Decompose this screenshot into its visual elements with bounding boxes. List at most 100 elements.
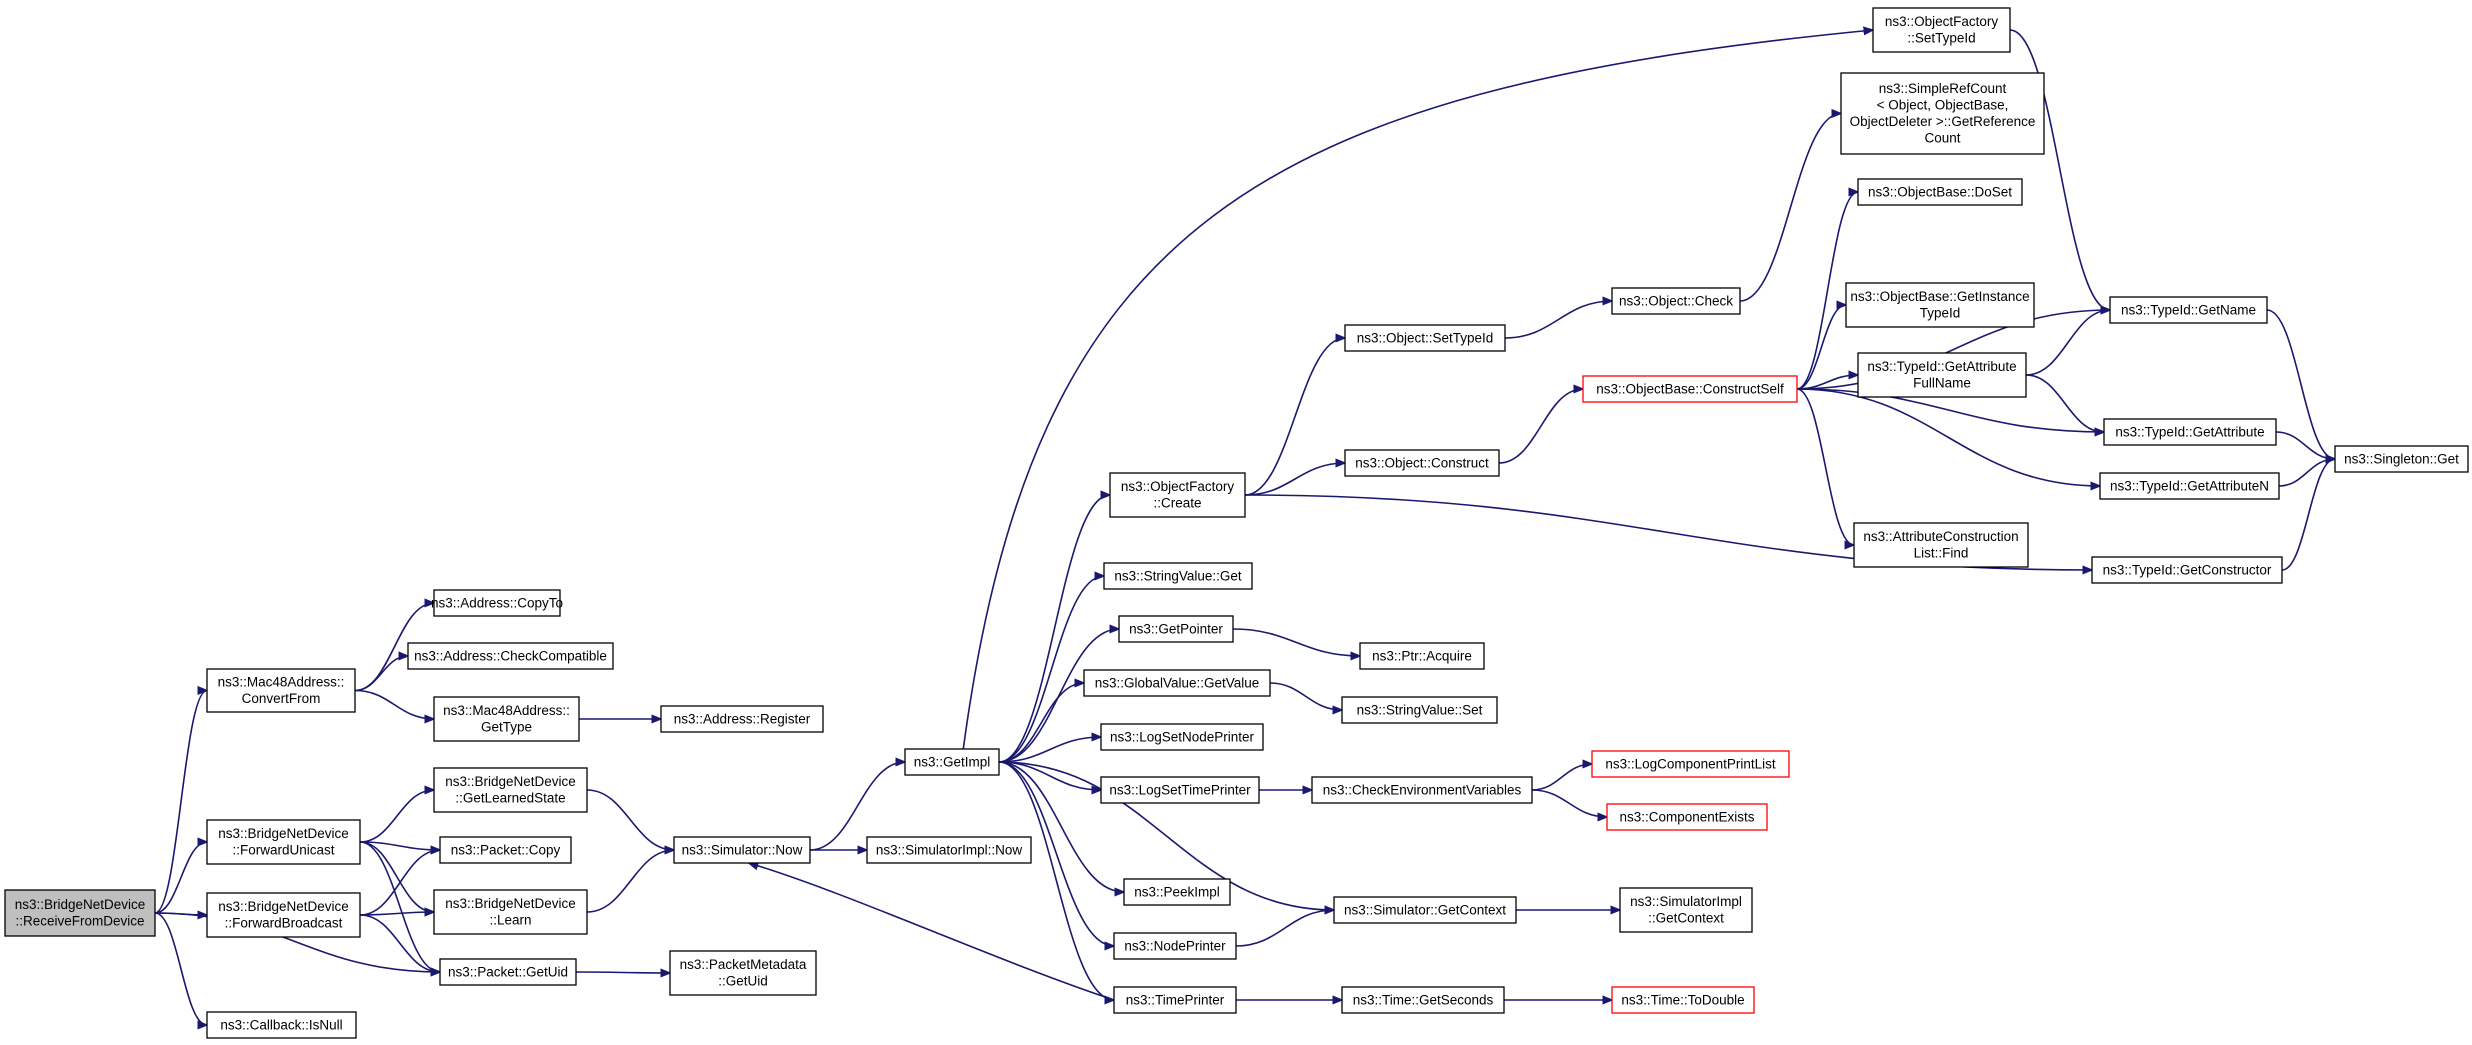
node-stringvalue-set[interactable]: ns3::StringValue::Set [1341,696,1498,724]
node-peekimpl[interactable]: ns3::PeekImpl [1123,878,1231,906]
edge-object-construct-to-objbase-constructself [1498,389,1583,464]
node-logsetnodeprinter[interactable]: ns3::LogSetNodePrinter [1100,723,1264,751]
node-label-mac48-convertfrom-line-2: ConvertFrom [242,691,321,706]
node-box-learn [433,889,588,935]
node-get-learned-state[interactable]: ns3::BridgeNetDevice::GetLearnedState [433,767,588,813]
node-address-register[interactable]: ns3::Address::Register [660,705,824,733]
node-box-objfactory-settypeid [1872,7,2011,53]
node-box-mac48-gettype [433,696,580,742]
node-getimpl[interactable]: ns3::GetImpl [904,748,1000,776]
edge-fwd-unicast-to-learn [359,841,434,912]
node-label-time-getseconds: ns3::Time::GetSeconds [1353,992,1494,1007]
edge-check-env-vars-to-component-exists [1531,789,1607,817]
node-box-nodeprinter [1113,932,1237,960]
node-label-typeid-getattribute: ns3::TypeId::GetAttribute [2115,424,2264,439]
node-label-mac48-gettype-line-1: ns3::Mac48Address:: [443,703,570,718]
node-box-typeid-getattributen [2099,472,2280,500]
node-box-singleton-get [2334,445,2469,473]
node-objbase-doset[interactable]: ns3::ObjectBase::DoSet [1857,178,2023,206]
node-ptr-acquire[interactable]: ns3::Ptr::Acquire [1359,642,1485,670]
node-label-simimpl-getcontext-line-1: ns3::SimulatorImpl [1630,894,1742,909]
node-label-time-todouble: ns3::Time::ToDouble [1621,992,1744,1007]
node-label-objbase-getinstancetypeid-line-1: ns3::ObjectBase::GetInstance [1850,289,2029,304]
node-sim-now[interactable]: ns3::Simulator::Now [673,836,811,864]
node-box-objbase-doset [1857,178,2023,206]
edge-root-to-fwd-unicast [154,842,207,914]
node-fwd-unicast[interactable]: ns3::BridgeNetDevice::ForwardUnicast [206,819,361,865]
edge-root-to-packet-getuid [154,912,440,972]
node-label-ptr-acquire: ns3::Ptr::Acquire [1372,648,1472,663]
node-simplerefcount[interactable]: ns3::SimpleRefCount< Object, ObjectBase,… [1840,72,2045,155]
node-getpointer[interactable]: ns3::GetPointer [1118,615,1234,643]
edge-objbase-constructself-to-typeid-getname [1796,310,2110,390]
node-pktmeta-getuid[interactable]: ns3::PacketMetadata::GetUid [669,950,817,996]
node-box-objfactory-create [1109,472,1246,518]
node-box-logcomp-printlist [1591,750,1790,778]
node-time-todouble[interactable]: ns3::Time::ToDouble [1611,986,1755,1014]
node-nodeprinter[interactable]: ns3::NodePrinter [1113,932,1237,960]
node-label-mac48-gettype-line-2: GetType [481,720,532,735]
node-box-objbase-getinstancetypeid [1845,282,2035,328]
edge-mac48-convertfrom-to-address-checkcompat [354,656,408,692]
edge-typeid-getconstructor-to-singleton-get [2281,459,2335,571]
node-typeid-getattribute[interactable]: ns3::TypeId::GetAttribute [2103,418,2277,446]
node-simimpl-getcontext[interactable]: ns3::SimulatorImpl::GetContext [1619,887,1753,933]
node-packet-getuid[interactable]: ns3::Packet::GetUid [439,958,577,986]
node-globalvalue-getvalue[interactable]: ns3::GlobalValue::GetValue [1083,669,1271,697]
node-component-exists[interactable]: ns3::ComponentExists [1606,803,1768,831]
node-mac48-gettype[interactable]: ns3::Mac48Address::GetType [433,696,580,742]
node-box-time-getseconds [1341,986,1505,1014]
node-address-copyto[interactable]: ns3::Address::CopyTo [431,589,563,617]
edge-root-to-callback-isnull [154,912,207,1025]
node-label-stringvalue-get: ns3::StringValue::Get [1114,568,1242,583]
node-sim-getcontext[interactable]: ns3::Simulator::GetContext [1333,896,1517,924]
node-box-simimpl-now [866,836,1032,864]
node-typeid-getname[interactable]: ns3::TypeId::GetName [2109,296,2268,324]
node-mac48-convertfrom[interactable]: ns3::Mac48Address::ConvertFrom [206,668,356,713]
node-label-sim-getcontext: ns3::Simulator::GetContext [1344,902,1506,917]
node-timeprinter[interactable]: ns3::TimePrinter [1113,986,1237,1014]
node-label-simimpl-getcontext-line-2: ::GetContext [1648,911,1724,926]
node-logcomp-printlist[interactable]: ns3::LogComponentPrintList [1591,750,1790,778]
node-fwd-broadcast[interactable]: ns3::BridgeNetDevice::ForwardBroadcast [206,892,361,938]
node-label-logsettimeprinter: ns3::LogSetTimePrinter [1109,782,1251,797]
node-box-callback-isnull [206,1011,357,1039]
node-label-objfactory-create-line-1: ns3::ObjectFactory [1121,479,1235,494]
node-learn[interactable]: ns3::BridgeNetDevice::Learn [433,889,588,935]
node-typeid-getattributen[interactable]: ns3::TypeId::GetAttributeN [2099,472,2280,500]
node-singleton-get[interactable]: ns3::Singleton::Get [2334,445,2469,473]
node-stringvalue-get[interactable]: ns3::StringValue::Get [1103,562,1253,590]
node-address-checkcompat[interactable]: ns3::Address::CheckCompatible [407,642,614,670]
edge-fwd-broadcast-to-packet-getuid [359,914,440,972]
node-label-typeid-getattributen: ns3::TypeId::GetAttributeN [2110,478,2269,493]
edge-objbase-constructself-to-objbase-getinstancetypeid [1796,305,1846,390]
node-objbase-constructself[interactable]: ns3::ObjectBase::ConstructSelf [1582,375,1798,403]
node-root[interactable]: ns3::BridgeNetDevice::ReceiveFromDevice [4,889,156,937]
node-object-check[interactable]: ns3::Object::Check [1611,287,1741,315]
node-box-time-todouble [1611,986,1755,1014]
node-box-address-register [660,705,824,733]
node-callback-isnull[interactable]: ns3::Callback::IsNull [206,1011,357,1039]
node-typeid-getconstructor[interactable]: ns3::TypeId::GetConstructor [2091,556,2283,584]
node-label-object-check: ns3::Object::Check [1619,293,1733,308]
node-object-settypeid[interactable]: ns3::Object::SetTypeId [1344,324,1506,352]
node-label-simplerefcount-line-2: < Object, ObjectBase, [1877,98,2009,113]
node-objfactory-settypeid[interactable]: ns3::ObjectFactory::SetTypeId [1872,7,2011,53]
node-label-component-exists: ns3::ComponentExists [1619,809,1754,824]
node-label-attrconstruction-find-line-2: List::Find [1914,546,1969,561]
node-box-getimpl [904,748,1000,776]
node-box-typeid-getconstructor [2091,556,2283,584]
node-box-globalvalue-getvalue [1083,669,1271,697]
node-packet-copy[interactable]: ns3::Packet::Copy [439,836,572,864]
edge-fwd-broadcast-to-packet-copy [359,850,440,916]
node-object-construct[interactable]: ns3::Object::Construct [1344,449,1500,477]
node-simimpl-now[interactable]: ns3::SimulatorImpl::Now [866,836,1032,864]
node-time-getseconds[interactable]: ns3::Time::GetSeconds [1341,986,1505,1014]
node-objfactory-create[interactable]: ns3::ObjectFactory::Create [1109,472,1246,518]
node-logsettimeprinter[interactable]: ns3::LogSetTimePrinter [1100,776,1260,804]
node-check-env-vars[interactable]: ns3::CheckEnvironmentVariables [1311,776,1533,804]
